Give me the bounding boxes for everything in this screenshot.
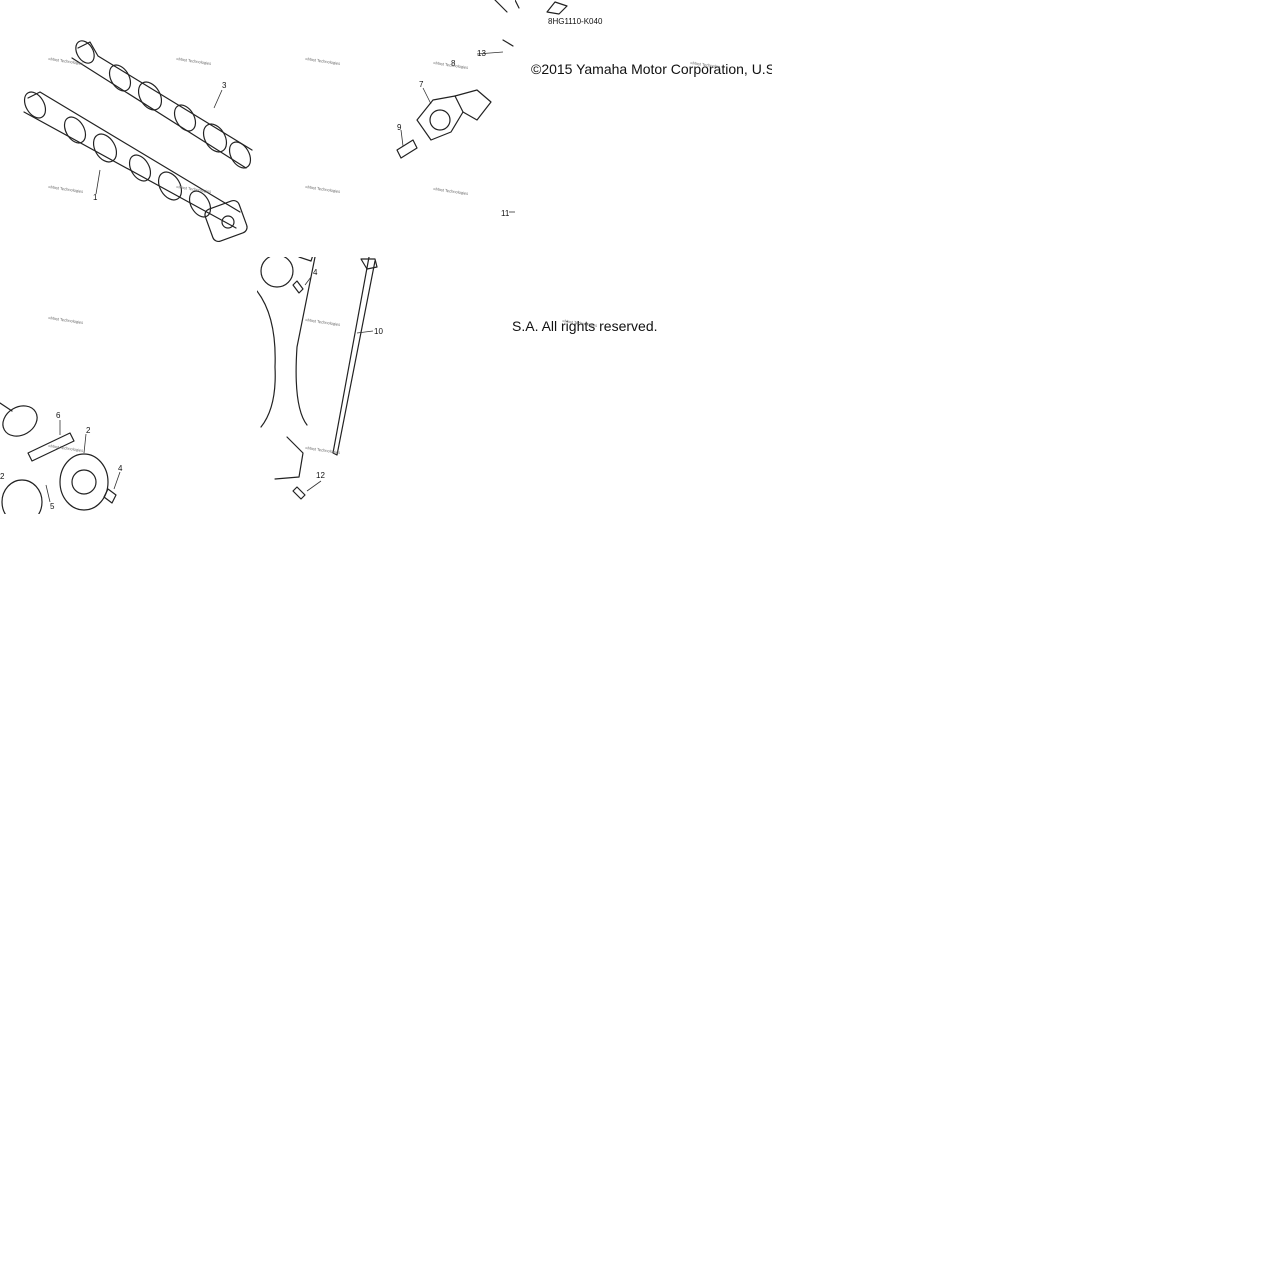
- watermark: «Mast Technologies: [562, 318, 598, 328]
- sprocket-assembly: [0, 402, 117, 514]
- watermark: «Mast Technologies: [48, 443, 84, 453]
- camshaft-tile: 1 3 «Mast Technologies «Mast Technologie…: [0, 0, 257, 257]
- copyright-line-1: ©2015 Yamaha Motor Corporation, U.S: [531, 61, 772, 77]
- camshaft-upper: [71, 40, 253, 169]
- callout-10: 10: [374, 327, 383, 336]
- callout-13: 13: [477, 49, 486, 58]
- callout-2: 2: [86, 426, 91, 435]
- callout-4: 4: [118, 464, 123, 473]
- tensioner-housing: [396, 0, 514, 159]
- callout-3: 3: [222, 81, 227, 90]
- sprocket-tile: 6 2 4 5 2 «Mast Technologies «Mast Techn…: [0, 257, 257, 514]
- chain-guide-tile: 4 10 12 «Mast Technologies «Mast Technol…: [257, 257, 387, 514]
- callout-9: 9: [397, 123, 402, 132]
- callout-6: 6: [56, 411, 61, 420]
- callout-5: 5: [50, 502, 55, 511]
- front-arrow-icon: [546, 1, 568, 15]
- camshaft-drawing: 1 3 «Mast Technologies «Mast Technologie…: [23, 40, 253, 243]
- copyright-line-2: S.A. All rights reserved.: [512, 318, 658, 334]
- watermark: «Mast Technologies: [48, 56, 84, 66]
- watermark-overlay: «Mast Technologies «Mast Technologies: [560, 58, 720, 328]
- watermark: «Mast Technologies: [305, 56, 341, 66]
- watermark: «Mast Technologies: [176, 56, 212, 66]
- watermark: «Mast Technologies: [433, 186, 469, 196]
- drawing-code: 8HG1110-K040: [548, 17, 603, 26]
- callout-8: 8: [451, 59, 456, 68]
- callout-4: 4: [313, 268, 318, 277]
- watermark: «Mast Technologies: [305, 184, 341, 194]
- callout-1: 1: [93, 193, 98, 202]
- code-tile: 8HG1110-K040: [515, 0, 772, 60]
- watermark: «Mast Technologies: [433, 60, 469, 70]
- watermark: «Mast Technologies: [48, 315, 84, 325]
- watermark: «Mast Technologies: [305, 317, 341, 327]
- watermark: «Mast Technologies: [176, 184, 212, 194]
- callout-2: 2: [0, 472, 5, 481]
- chain-guide: [257, 257, 378, 500]
- callout-11: 11: [501, 209, 510, 218]
- camshaft-lower: [23, 91, 248, 243]
- callout-7: 7: [419, 80, 424, 89]
- watermark: «Mast Technologies: [48, 184, 84, 194]
- watermark: «Mast Technologies: [305, 445, 341, 455]
- watermark: «Mast Technologies: [690, 60, 720, 70]
- callout-12: 12: [316, 471, 325, 480]
- tensioner-tile: 13 8 7 9 11 «Mast Technologies «Mast Tec…: [385, 0, 515, 257]
